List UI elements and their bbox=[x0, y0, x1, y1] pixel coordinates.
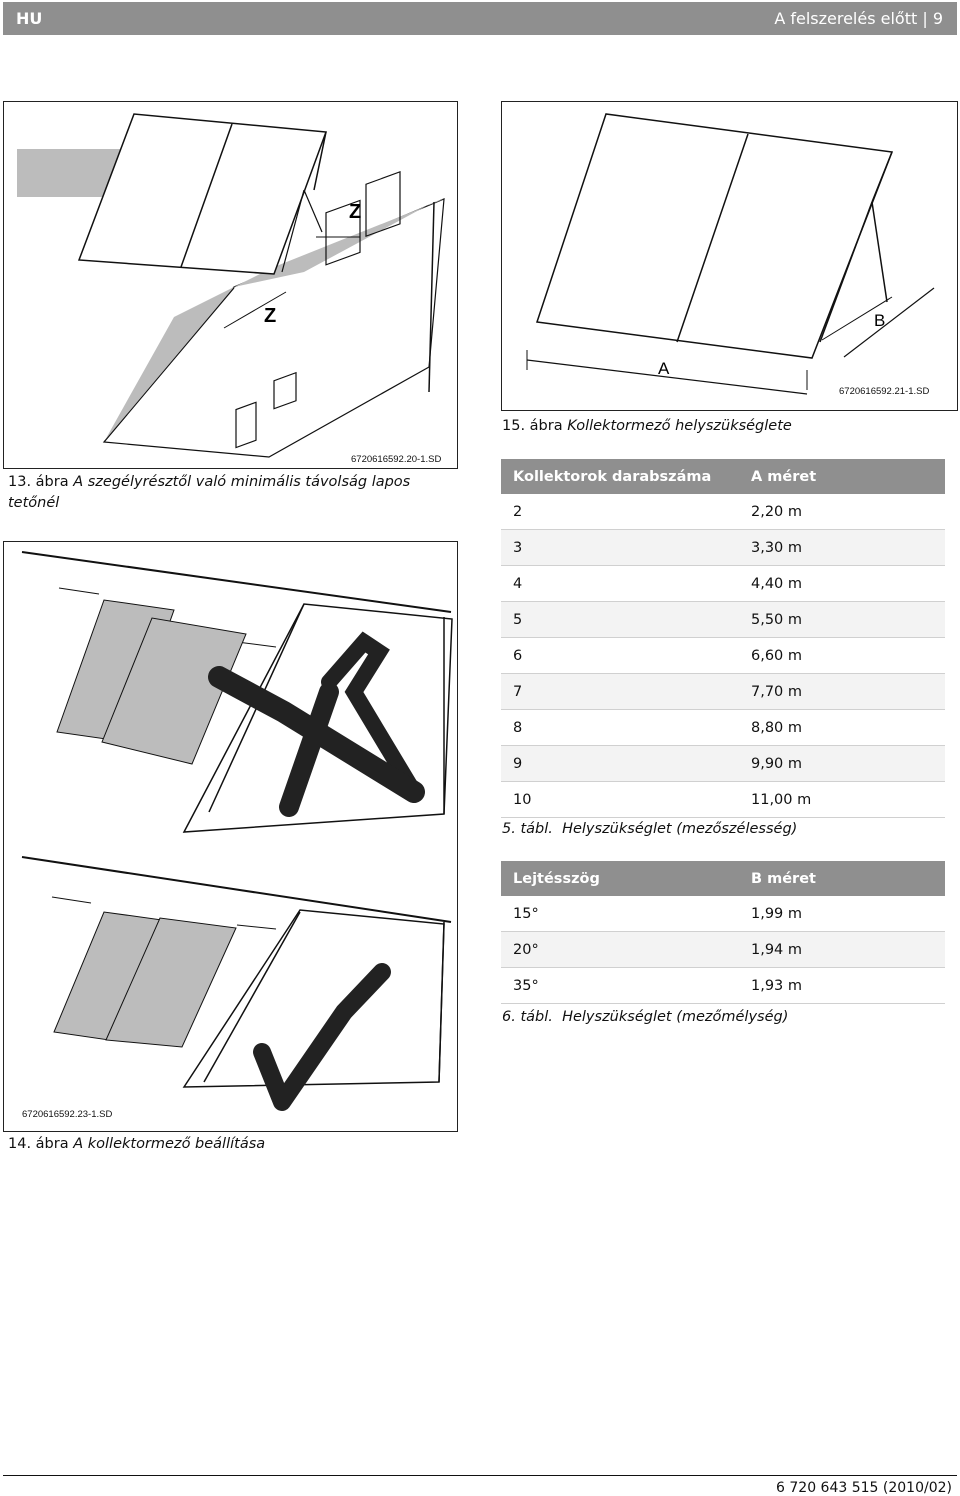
table-cell: 35° bbox=[501, 967, 739, 1004]
footer-divider bbox=[3, 1475, 957, 1476]
collector-field-dimensions-illustration: A B bbox=[526, 113, 935, 395]
figure-15: A B 6720616592.21-1.SD bbox=[501, 101, 958, 411]
language-code: HU bbox=[16, 9, 43, 28]
table-cell: 1,93 m bbox=[739, 967, 945, 1004]
section-title: A felszerelés előtt | 9 bbox=[774, 9, 943, 28]
table-cell: 3,30 m bbox=[739, 529, 945, 566]
dimension-b-label: B bbox=[874, 311, 885, 330]
table-header-row: Lejtésszög B méret bbox=[501, 861, 945, 896]
figure-13: Z Z 6720616592.20-1.SD bbox=[3, 101, 458, 469]
figure-13-caption: 13. ábra A szegélyrésztől való minimális… bbox=[8, 474, 411, 511]
figure-15-caption: 15. ábra Kollektormező helyszükséglete bbox=[502, 418, 792, 434]
table-cell: 4,40 m bbox=[739, 565, 945, 602]
column-header: A méret bbox=[739, 459, 945, 494]
table-row: 15°1,99 m bbox=[501, 896, 945, 932]
figure-code: 6720616592.23-1.SD bbox=[22, 1109, 113, 1120]
dimension-a-label: A bbox=[658, 359, 670, 378]
z-label-bottom: Z bbox=[264, 305, 276, 327]
column-header: Lejtésszög bbox=[501, 861, 739, 896]
column-header: B méret bbox=[739, 861, 945, 896]
page-header: HU A felszerelés előtt | 9 bbox=[3, 2, 957, 35]
table-cell: 9 bbox=[501, 745, 739, 782]
z-label-top: Z bbox=[349, 201, 361, 223]
table-row: 35°1,93 m bbox=[501, 967, 945, 1004]
table-cell: 7 bbox=[501, 673, 739, 710]
table-cell: 11,00 m bbox=[739, 781, 945, 818]
table-cell: 20° bbox=[501, 931, 739, 968]
table-cell: 3 bbox=[501, 529, 739, 566]
table-6: Lejtésszög B méret 15°1,99 m 20°1,94 m 3… bbox=[501, 861, 945, 1004]
table-header-row: Kollektorok darabszáma A méret bbox=[501, 459, 945, 494]
table-cell: 4 bbox=[501, 565, 739, 602]
table-row: 20°1,94 m bbox=[501, 931, 945, 968]
table-cell: 8,80 m bbox=[739, 709, 945, 746]
flat-roof-illustration: Z Z bbox=[17, 113, 445, 458]
table-cell: 7,70 m bbox=[739, 673, 945, 710]
table-cell: 15° bbox=[501, 896, 739, 932]
document-number: 6 720 643 515 (2010/02) bbox=[776, 1480, 952, 1496]
table-cell: 10 bbox=[501, 781, 739, 818]
figure-code: 6720616592.21-1.SD bbox=[839, 386, 930, 397]
table-5-caption: 5. tábl. Helyszükséglet (mezőszélesség) bbox=[502, 821, 798, 837]
column-header: Kollektorok darabszáma bbox=[501, 459, 739, 494]
table-cell: 5,50 m bbox=[739, 601, 945, 638]
table-cell: 1,99 m bbox=[739, 896, 945, 932]
table-cell: 2,20 m bbox=[739, 494, 945, 530]
figure-code: 6720616592.20-1.SD bbox=[351, 454, 442, 465]
figure-14-caption: 14. ábra A kollektormező beállítása bbox=[8, 1136, 266, 1152]
figure-14: 6720616592.23-1.SD bbox=[3, 541, 458, 1132]
table-cell: 9,90 m bbox=[739, 745, 945, 782]
collector-orientation-illustration bbox=[21, 551, 453, 1111]
table-cell: 5 bbox=[501, 601, 739, 638]
table-cell: 2 bbox=[501, 494, 739, 530]
table-6-caption: 6. tábl. Helyszükséglet (mezőmélység) bbox=[502, 1009, 789, 1025]
table-cell: 8 bbox=[501, 709, 739, 746]
table-cell: 6,60 m bbox=[739, 637, 945, 674]
table-cell: 6 bbox=[501, 637, 739, 674]
table-cell: 1,94 m bbox=[739, 931, 945, 968]
